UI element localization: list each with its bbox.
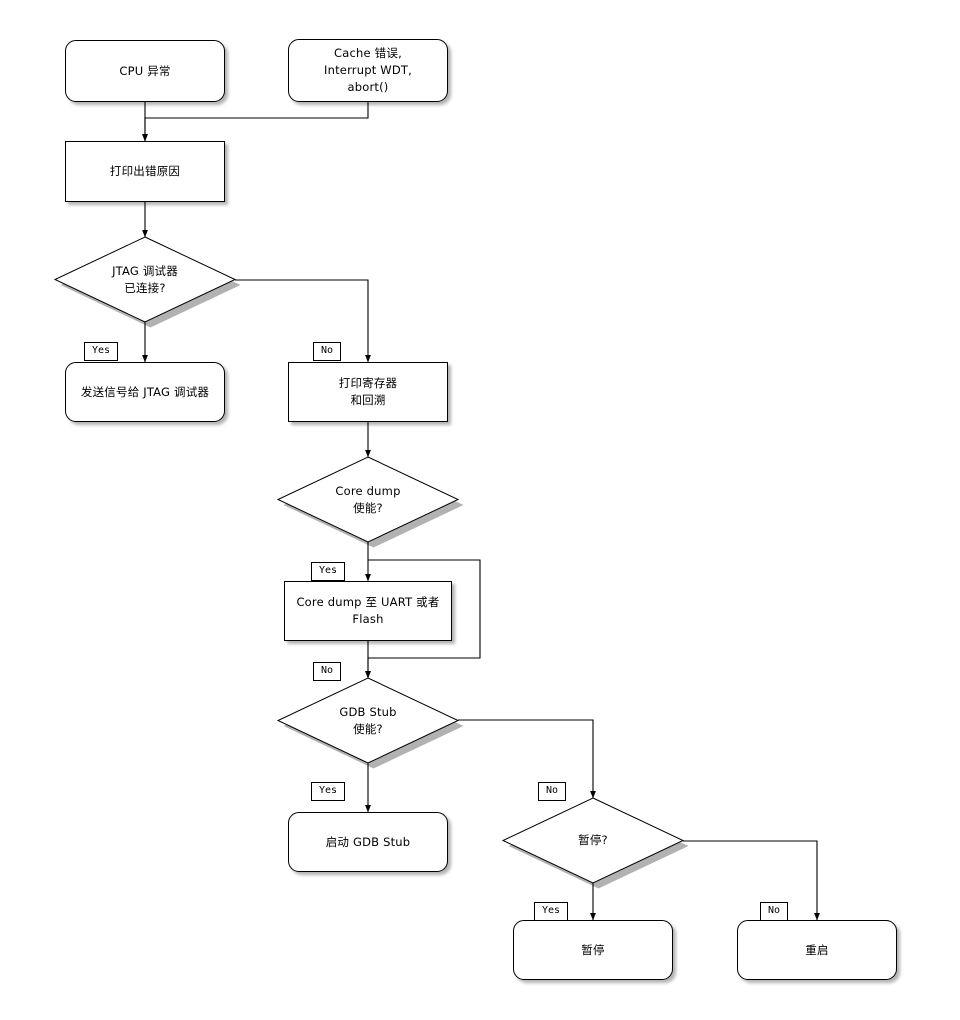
edge-label-lbl_pause_yes: Yes <box>534 902 569 921</box>
node-print_reason: 打印出错原因 <box>65 141 225 202</box>
edge-e_pause_no <box>683 840 820 921</box>
decision-gdbstub_enabled: GDB Stub 使能? <box>276 677 464 769</box>
node-start_gdbstub: 启动 GDB Stub <box>288 812 448 872</box>
edge-e_jtag_no <box>235 279 371 363</box>
decision-jtag_connected: JTAG 调试器 已连接? <box>53 236 241 328</box>
node-cpu_exception: CPU 异常 <box>65 40 225 102</box>
node-restart_action: 重启 <box>737 920 897 980</box>
edge-label-lbl_jtag_no: No <box>313 342 342 361</box>
edge-e_gdbstub_no <box>458 719 596 799</box>
edge-label-lbl_gdbstub_no: No <box>538 782 567 801</box>
edge-label-lbl_coredump_no: No <box>313 662 342 681</box>
edge-label-lbl_coredump_yes: Yes <box>311 562 346 581</box>
node-pause_action: 暂停 <box>513 920 673 980</box>
node-coredump_write: Core dump 至 UART 或者 Flash <box>284 581 452 641</box>
node-print_registers: 打印寄存器 和回溯 <box>288 362 448 422</box>
edge-label-lbl_jtag_yes: Yes <box>84 342 119 361</box>
node-signal_jtag: 发送信号给 JTAG 调试器 <box>65 362 225 422</box>
node-cache_error: Cache 错误, Interrupt WDT, abort() <box>288 39 448 102</box>
edge-e_cache_to_print <box>141 102 369 142</box>
decision-coredump_enabled: Core dump 使能? <box>276 456 464 548</box>
edge-label-lbl_pause_no: No <box>760 902 789 921</box>
edge-label-lbl_gdbstub_yes: Yes <box>311 782 346 801</box>
decision-pause_question: 暂停? <box>501 797 689 889</box>
